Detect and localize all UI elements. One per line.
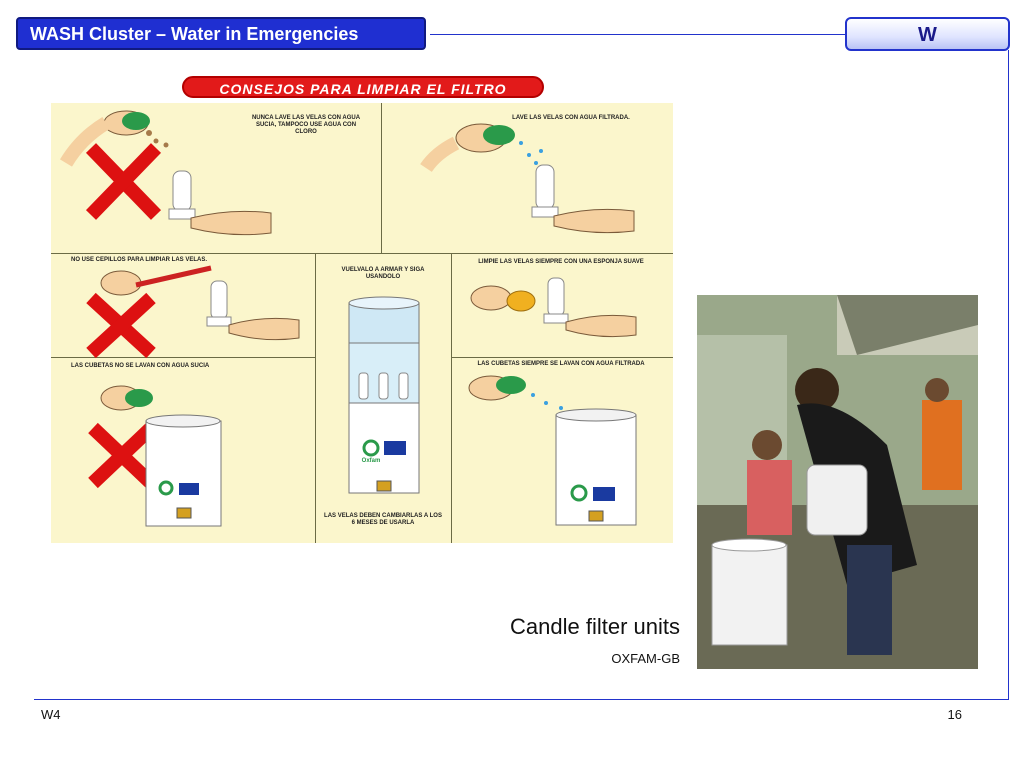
poster-divider (451, 357, 673, 358)
candle-filter-photo (697, 295, 978, 669)
poster-caption: LAS VELAS DEBEN CAMBIARLAS A LOS 6 MESES… (324, 513, 442, 526)
poster-divider (381, 103, 382, 253)
right-rule (1008, 50, 1009, 700)
poster-caption: LAVE LAS VELAS CON AGUA FILTRADA. (512, 115, 630, 121)
poster-divider (51, 357, 315, 358)
oxfam-label: Oxfam (361, 458, 381, 464)
footer-label: W4 (41, 707, 61, 722)
poster-illustrations (59, 110, 637, 527)
filter-cleaning-poster: NUNCA LAVE LAS VELAS CON AGUA SUCIA, TAM… (51, 103, 673, 543)
slide-tag: W (845, 17, 1010, 51)
poster-caption: LAS CUBETAS NO SE LAVAN CON AGUA SUCIA (71, 363, 210, 369)
poster-caption: VUELVALO A ARMAR Y SIGA USANDOLO (341, 267, 425, 280)
poster-banner: CONSEJOS PARA LIMPIAR EL FILTRO (182, 76, 544, 98)
page-number: 16 (947, 707, 962, 722)
poster-caption: LAS CUBETAS SIEMPRE SE LAVAN CON AGUA FI… (477, 361, 645, 367)
red-x-icon (85, 143, 162, 220)
poster-caption: NUNCA LAVE LAS VELAS CON AGUA SUCIA, TAM… (251, 115, 361, 135)
photo-credit: OXFAM-GB (611, 651, 680, 666)
photo-caption: Candle filter units (510, 614, 680, 639)
slide-title: WASH Cluster – Water in Emergencies (16, 17, 426, 50)
poster-caption: LIMPIE LAS VELAS SIEMPRE CON UNA ESPONJA… (478, 259, 644, 265)
photo-illustration (697, 295, 978, 669)
poster-divider (451, 253, 452, 543)
footer-rule (34, 699, 1009, 700)
poster-caption: NO USE CEPILLOS PARA LIMPIAR LAS VELAS. (71, 257, 208, 263)
red-x-icon (86, 292, 156, 359)
header-rule (430, 34, 848, 35)
red-x-icon (88, 422, 156, 489)
poster-divider (315, 253, 316, 543)
poster-divider (51, 253, 673, 254)
